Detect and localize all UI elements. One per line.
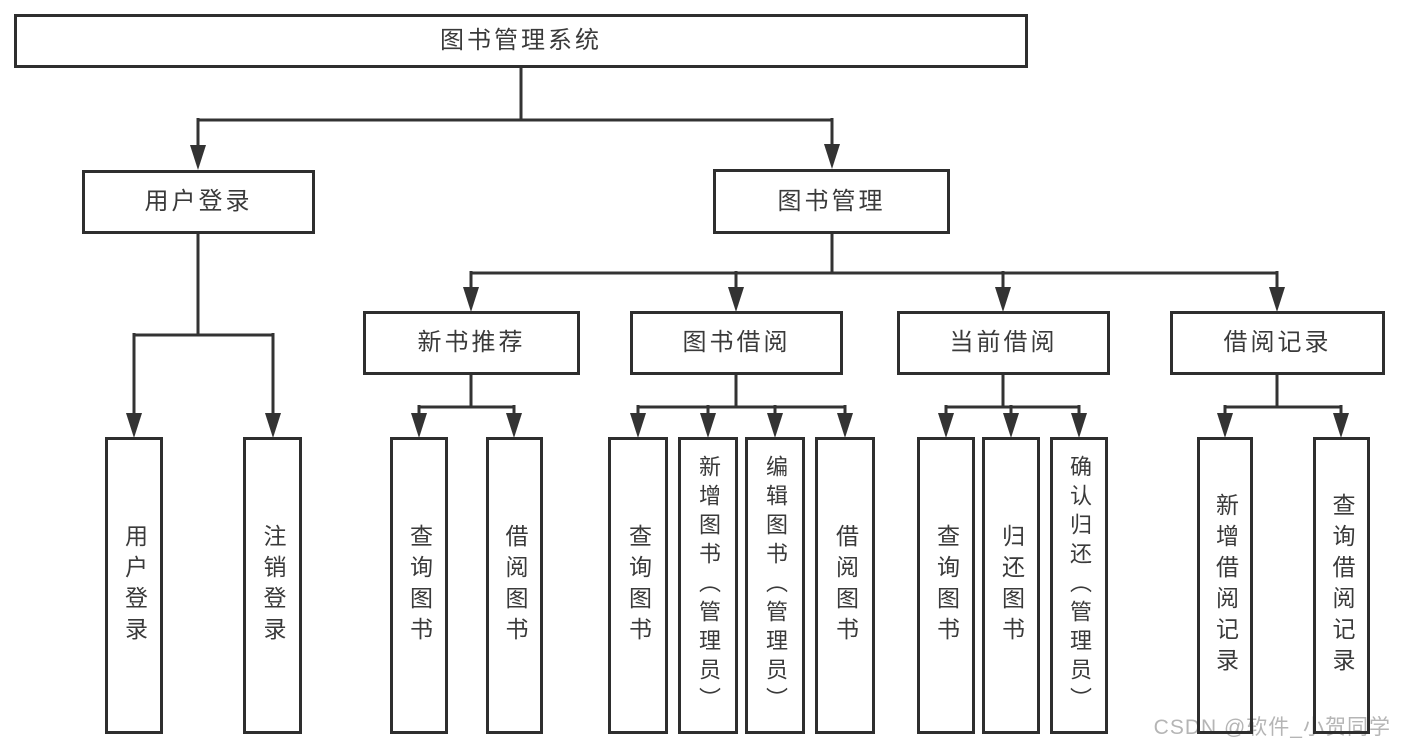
node-label-leaf-user-login: 用户登录 xyxy=(121,523,148,648)
arrowhead-down-icon xyxy=(728,287,744,312)
watermark-text: CSDN @软件_小贺同学 xyxy=(1153,716,1391,739)
node-label-root: 图书管理系统 xyxy=(440,27,602,54)
diagram-node-leaf-user-login: 用户登录 xyxy=(105,437,163,734)
diagram-node-leaf-borrow-book-2: 借阅图书 xyxy=(815,437,875,734)
diagram-node-book-borrow: 图书借阅 xyxy=(630,311,843,375)
node-label-leaf-logout: 注销登录 xyxy=(260,523,286,648)
arrowhead-down-icon xyxy=(938,413,954,438)
node-label-borrow-records: 借阅记录 xyxy=(1223,329,1332,356)
node-label-book-borrow: 图书借阅 xyxy=(682,329,791,356)
node-label-leaf-return-book: 归还图书 xyxy=(998,523,1025,648)
diagram-node-leaf-add-book-admin: 新增图书（管理员） xyxy=(678,437,738,734)
node-label-leaf-query-borrow-record: 查询借阅记录 xyxy=(1329,492,1355,679)
diagram-node-leaf-return-book: 归还图书 xyxy=(982,437,1040,734)
arrowhead-down-icon xyxy=(767,413,783,438)
arrowhead-down-icon xyxy=(1003,413,1019,438)
arrowhead-down-icon xyxy=(463,287,479,312)
arrowhead-down-icon xyxy=(126,413,142,438)
diagram-node-book-management: 图书管理 xyxy=(713,169,950,234)
arrowhead-down-icon xyxy=(700,413,716,438)
arrowhead-down-icon xyxy=(995,287,1011,312)
node-label-user-login: 用户登录 xyxy=(144,188,253,215)
arrowhead-down-icon xyxy=(1333,413,1349,438)
arrowhead-down-icon xyxy=(1071,413,1087,438)
node-label-leaf-query-book-1: 查询图书 xyxy=(406,523,433,648)
diagram-node-root: 图书管理系统 xyxy=(14,14,1028,68)
diagram-node-leaf-borrow-book-1: 借阅图书 xyxy=(486,437,543,734)
node-label-leaf-query-book-2: 查询图书 xyxy=(625,523,652,648)
node-label-leaf-borrow-book-1: 借阅图书 xyxy=(502,523,528,648)
diagram-node-new-book-recommend: 新书推荐 xyxy=(363,311,580,375)
node-label-leaf-borrow-book-2: 借阅图书 xyxy=(832,523,859,648)
diagram-node-current-borrow: 当前借阅 xyxy=(897,311,1110,375)
node-label-leaf-add-borrow-record: 新增借阅记录 xyxy=(1212,492,1239,679)
node-label-leaf-edit-book-admin: 编辑图书（管理员） xyxy=(763,455,788,716)
diagram-node-borrow-records: 借阅记录 xyxy=(1170,311,1385,375)
arrowhead-down-icon xyxy=(837,413,853,438)
diagram-node-leaf-confirm-return: 确认归还（管理员） xyxy=(1050,437,1108,734)
node-label-new-book-recommend: 新书推荐 xyxy=(417,329,526,356)
node-label-leaf-add-book-admin: 新增图书（管理员） xyxy=(696,455,721,716)
diagram-node-leaf-query-book-3: 查询图书 xyxy=(917,437,975,734)
arrowhead-down-icon xyxy=(824,144,840,169)
diagram-node-leaf-logout: 注销登录 xyxy=(243,437,302,734)
arrowhead-down-icon xyxy=(1217,413,1233,438)
arrowhead-down-icon xyxy=(630,413,646,438)
node-label-current-borrow: 当前借阅 xyxy=(949,329,1058,356)
diagram-node-user-login: 用户登录 xyxy=(82,170,315,234)
arrowhead-down-icon xyxy=(265,413,281,438)
node-label-book-management: 图书管理 xyxy=(777,187,886,215)
arrowhead-down-icon xyxy=(190,145,206,170)
diagram-node-leaf-edit-book-admin: 编辑图书（管理员） xyxy=(745,437,805,734)
arrowhead-down-icon xyxy=(506,413,522,438)
diagram-node-leaf-query-borrow-record: 查询借阅记录 xyxy=(1313,437,1370,734)
node-label-leaf-confirm-return: 确认归还（管理员） xyxy=(1067,455,1092,716)
arrowhead-down-icon xyxy=(411,413,427,438)
diagram-node-leaf-query-book-2: 查询图书 xyxy=(608,437,668,734)
diagram-node-leaf-add-borrow-record: 新增借阅记录 xyxy=(1197,437,1253,734)
diagram-node-leaf-query-book-1: 查询图书 xyxy=(390,437,448,734)
node-label-leaf-query-book-3: 查询图书 xyxy=(933,523,960,648)
arrowhead-down-icon xyxy=(1269,287,1285,312)
